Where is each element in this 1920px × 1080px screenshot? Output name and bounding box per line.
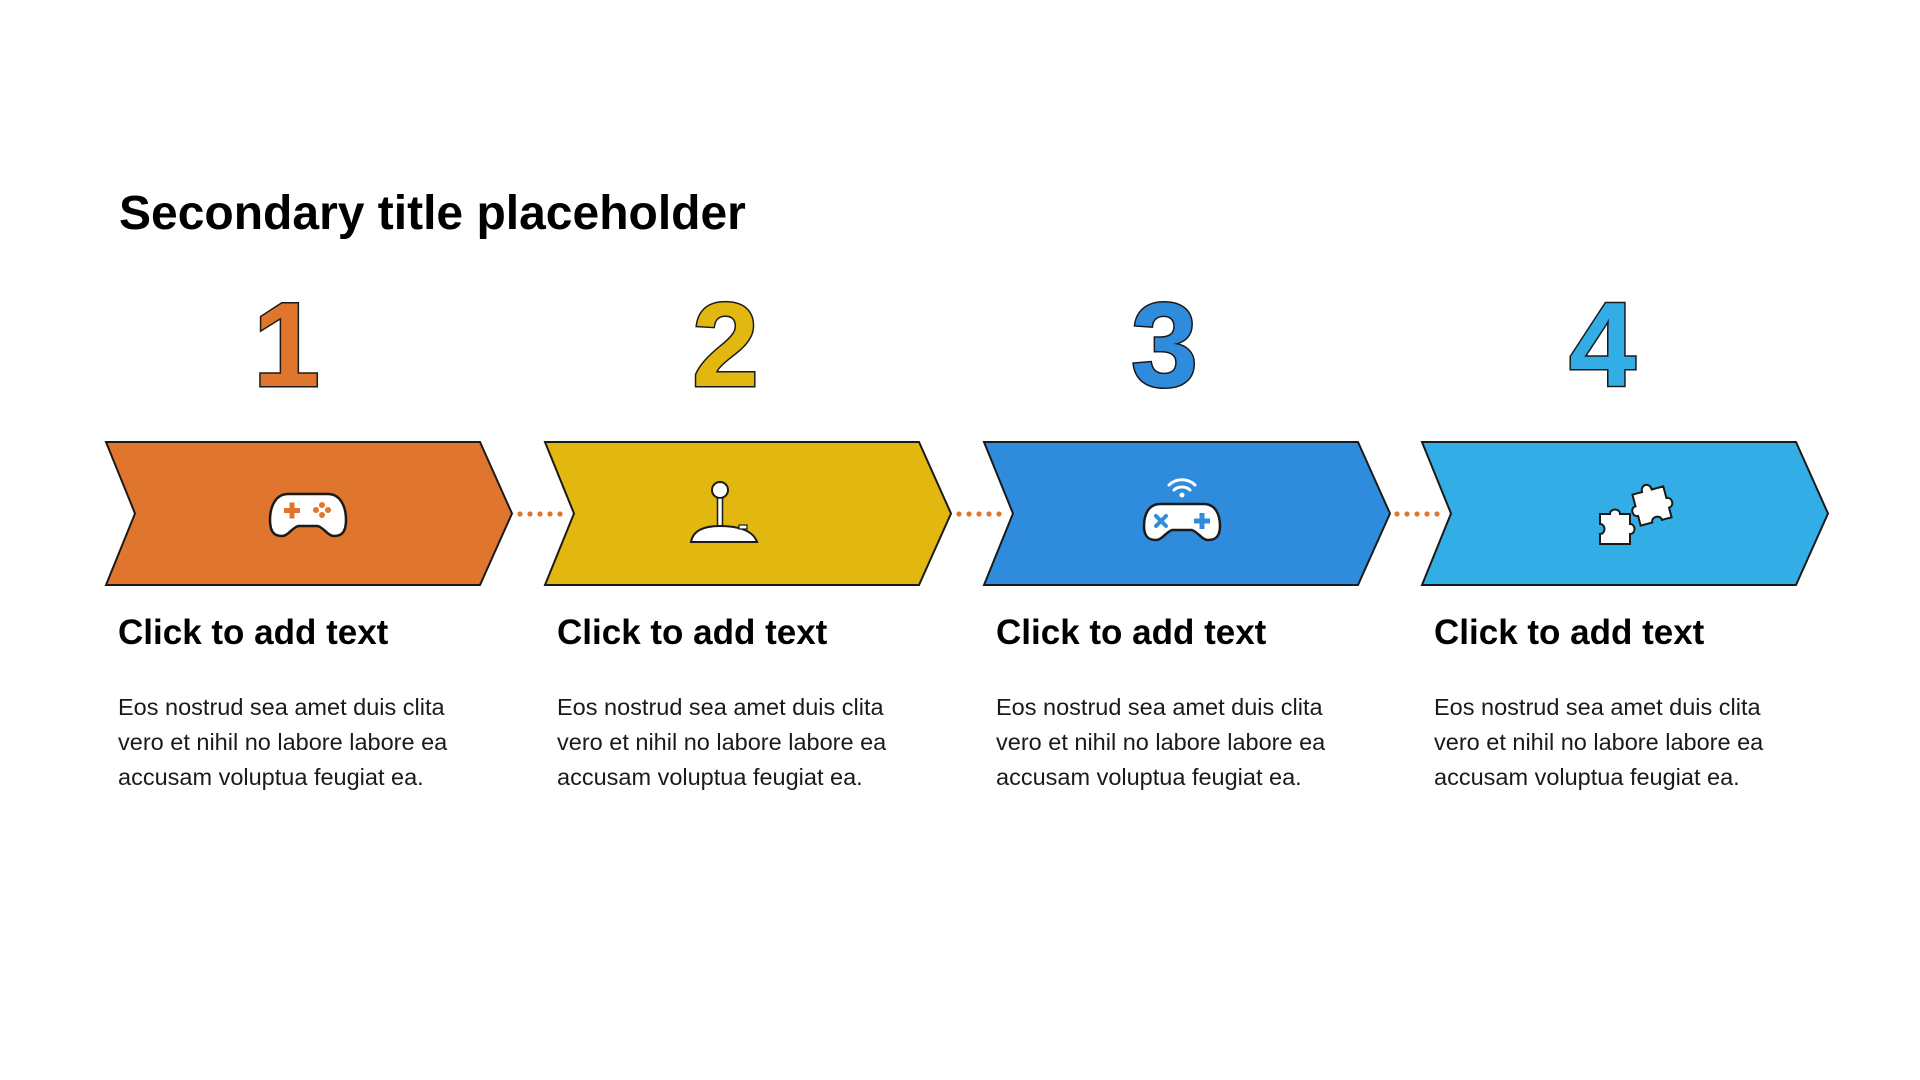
wireless-controller-icon <box>1142 476 1222 552</box>
step-number: 2 <box>691 278 761 412</box>
step-number: 1 <box>252 278 322 412</box>
step-description[interactable]: Eos nostrud sea amet duis clita vero et … <box>557 694 887 790</box>
chevron-arrow <box>543 440 953 587</box>
step-heading[interactable]: Click to add text <box>557 613 828 652</box>
process-step-3: 3 Click to add text Eos nostrud sea amet… <box>982 0 1392 1080</box>
page-title[interactable]: Secondary title placeholder <box>119 187 746 240</box>
process-step-2: 2 Click to add text Eos nostrud sea amet… <box>543 0 953 1080</box>
puzzle-icon <box>1596 476 1676 552</box>
step-number: 3 <box>1130 278 1200 412</box>
dotted-connector <box>1393 506 1453 517</box>
process-step-4: 4 Click to add text Eos nostrud sea amet… <box>1420 0 1830 1080</box>
step-heading[interactable]: Click to add text <box>118 613 389 652</box>
process-step-1: 1 Click to add text Eos nostrud sea amet… <box>104 0 514 1080</box>
step-heading[interactable]: Click to add text <box>1434 613 1705 652</box>
step-description[interactable]: Eos nostrud sea amet duis clita vero et … <box>118 694 448 790</box>
gamepad-icon <box>268 476 348 552</box>
step-heading[interactable]: Click to add text <box>996 613 1267 652</box>
joystick-icon <box>685 476 765 552</box>
step-number: 4 <box>1568 278 1638 412</box>
dotted-connector <box>516 506 576 517</box>
step-description[interactable]: Eos nostrud sea amet duis clita vero et … <box>1434 694 1764 790</box>
step-description[interactable]: Eos nostrud sea amet duis clita vero et … <box>996 694 1326 790</box>
dotted-connector <box>955 506 1015 517</box>
